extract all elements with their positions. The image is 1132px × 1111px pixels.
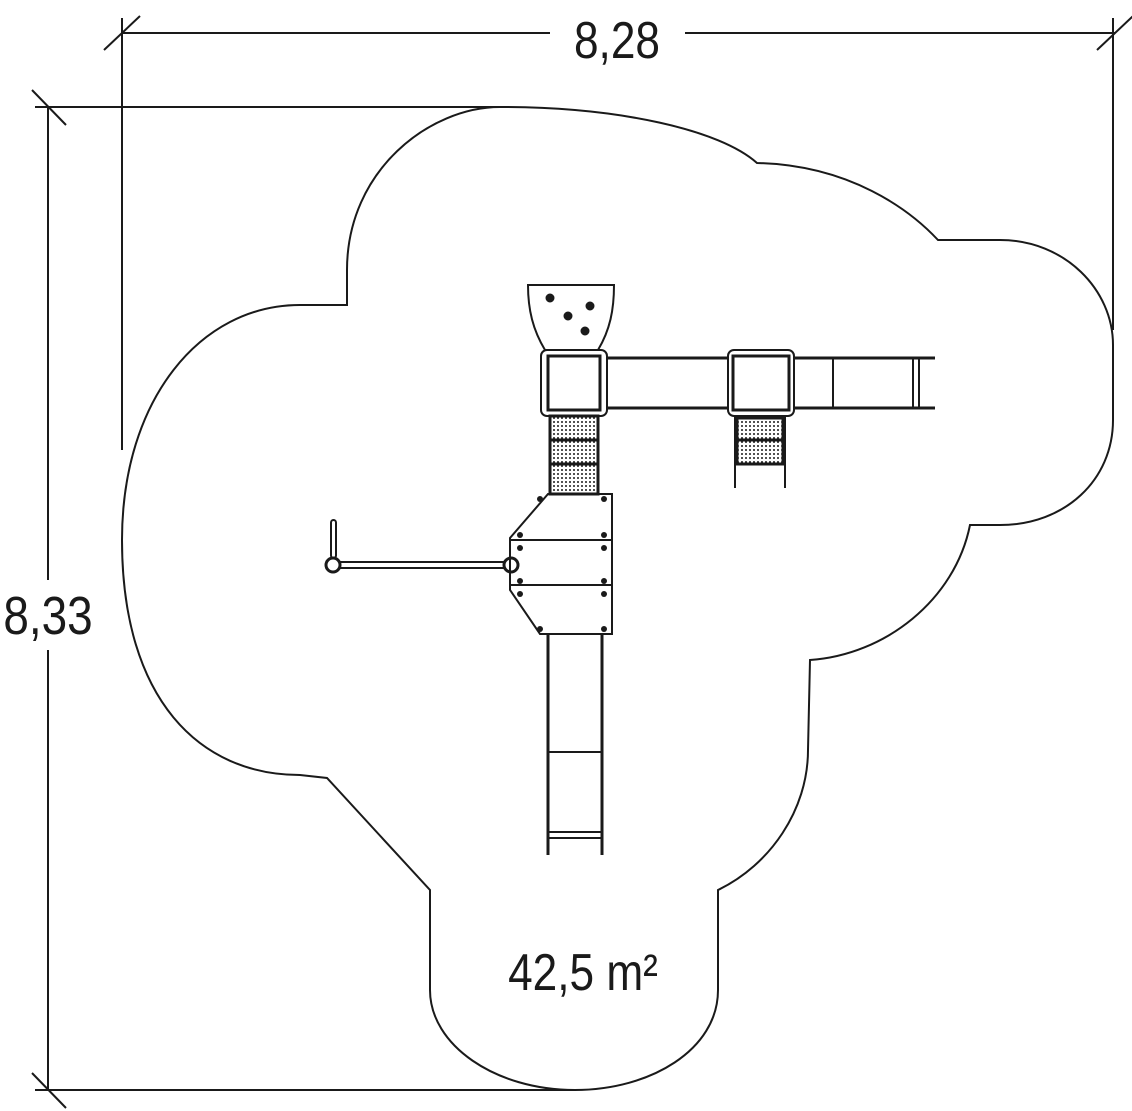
tower-platform <box>540 349 608 417</box>
width-dimension <box>103 15 1132 450</box>
height-dimension <box>31 89 575 1109</box>
climbing-holds <box>545 293 595 336</box>
area-label: 42,5 m² <box>508 944 658 1002</box>
slide-right <box>794 356 935 410</box>
dimension-tick <box>1096 15 1132 51</box>
main-deck <box>509 493 613 635</box>
safety-area-outline <box>120 105 1114 1092</box>
width-label: 8,28 <box>574 12 660 70</box>
mesh-steps <box>548 414 600 496</box>
height-label: 8,33 <box>3 586 92 646</box>
play-structure <box>324 284 935 855</box>
deck-bolts <box>517 496 607 632</box>
slide-down <box>546 634 604 855</box>
bridge <box>607 356 728 410</box>
mesh-steps-small <box>734 416 786 488</box>
horizontal-bar <box>324 519 520 574</box>
tower-platform-small <box>727 349 795 417</box>
